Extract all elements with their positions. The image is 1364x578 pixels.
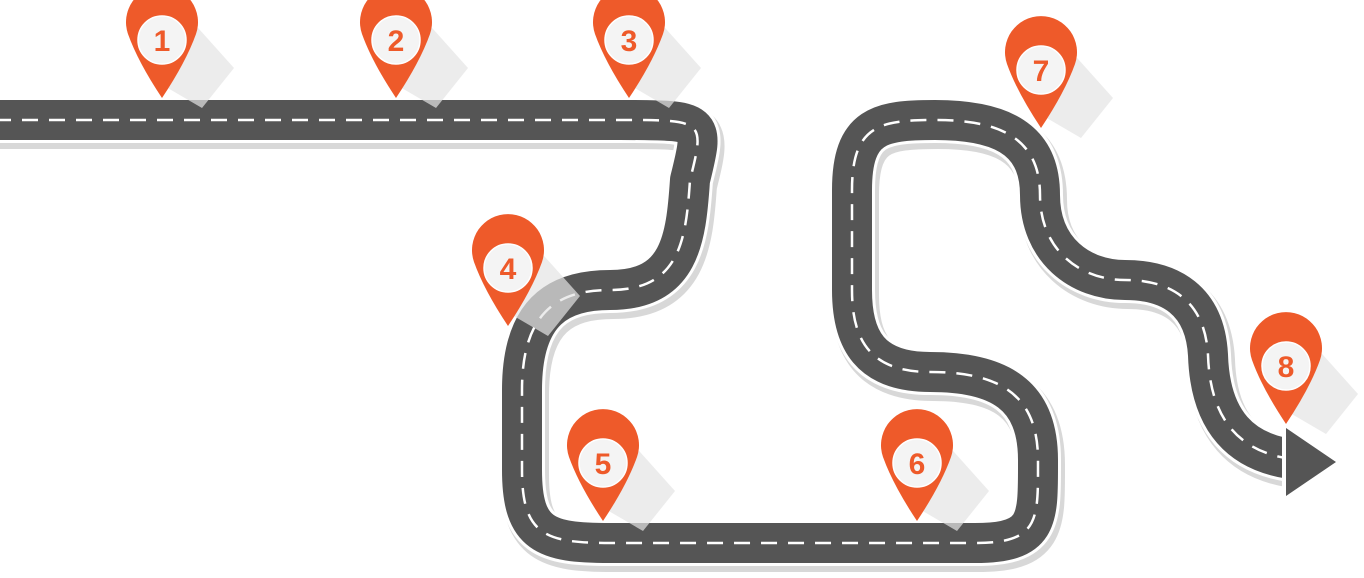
milestone-marker-2: 2 xyxy=(360,0,468,108)
milestone-number: 7 xyxy=(1033,55,1050,88)
marker-face xyxy=(137,15,187,65)
road-arrow-head xyxy=(1286,428,1336,496)
milestone-marker-6: 6 xyxy=(881,409,989,531)
marker-face xyxy=(604,15,654,65)
marker-face xyxy=(1016,45,1066,95)
milestone-marker-7: 7 xyxy=(1005,16,1113,138)
marker-face xyxy=(1261,341,1311,391)
marker-face xyxy=(892,438,942,488)
road-lane-dashes xyxy=(0,118,1301,545)
milestone-number: 8 xyxy=(1278,351,1295,384)
milestone-number: 2 xyxy=(388,25,405,58)
milestone-number: 4 xyxy=(500,253,517,286)
milestone-markers: 1 2 3 4 5 6 xyxy=(126,0,1358,531)
milestone-marker-8: 8 xyxy=(1250,312,1358,434)
marker-face xyxy=(483,243,533,293)
milestone-marker-5: 5 xyxy=(567,409,675,531)
milestone-marker-1: 1 xyxy=(126,0,234,108)
milestone-number: 3 xyxy=(621,25,638,58)
marker-face xyxy=(371,15,421,65)
marker-face xyxy=(578,438,628,488)
milestone-marker-3: 3 xyxy=(593,0,701,108)
milestone-number: 5 xyxy=(595,448,612,481)
milestone-marker-4: 4 xyxy=(472,214,580,336)
milestone-number: 1 xyxy=(154,25,171,58)
milestone-number: 6 xyxy=(909,448,926,481)
winding-road xyxy=(0,97,1344,572)
